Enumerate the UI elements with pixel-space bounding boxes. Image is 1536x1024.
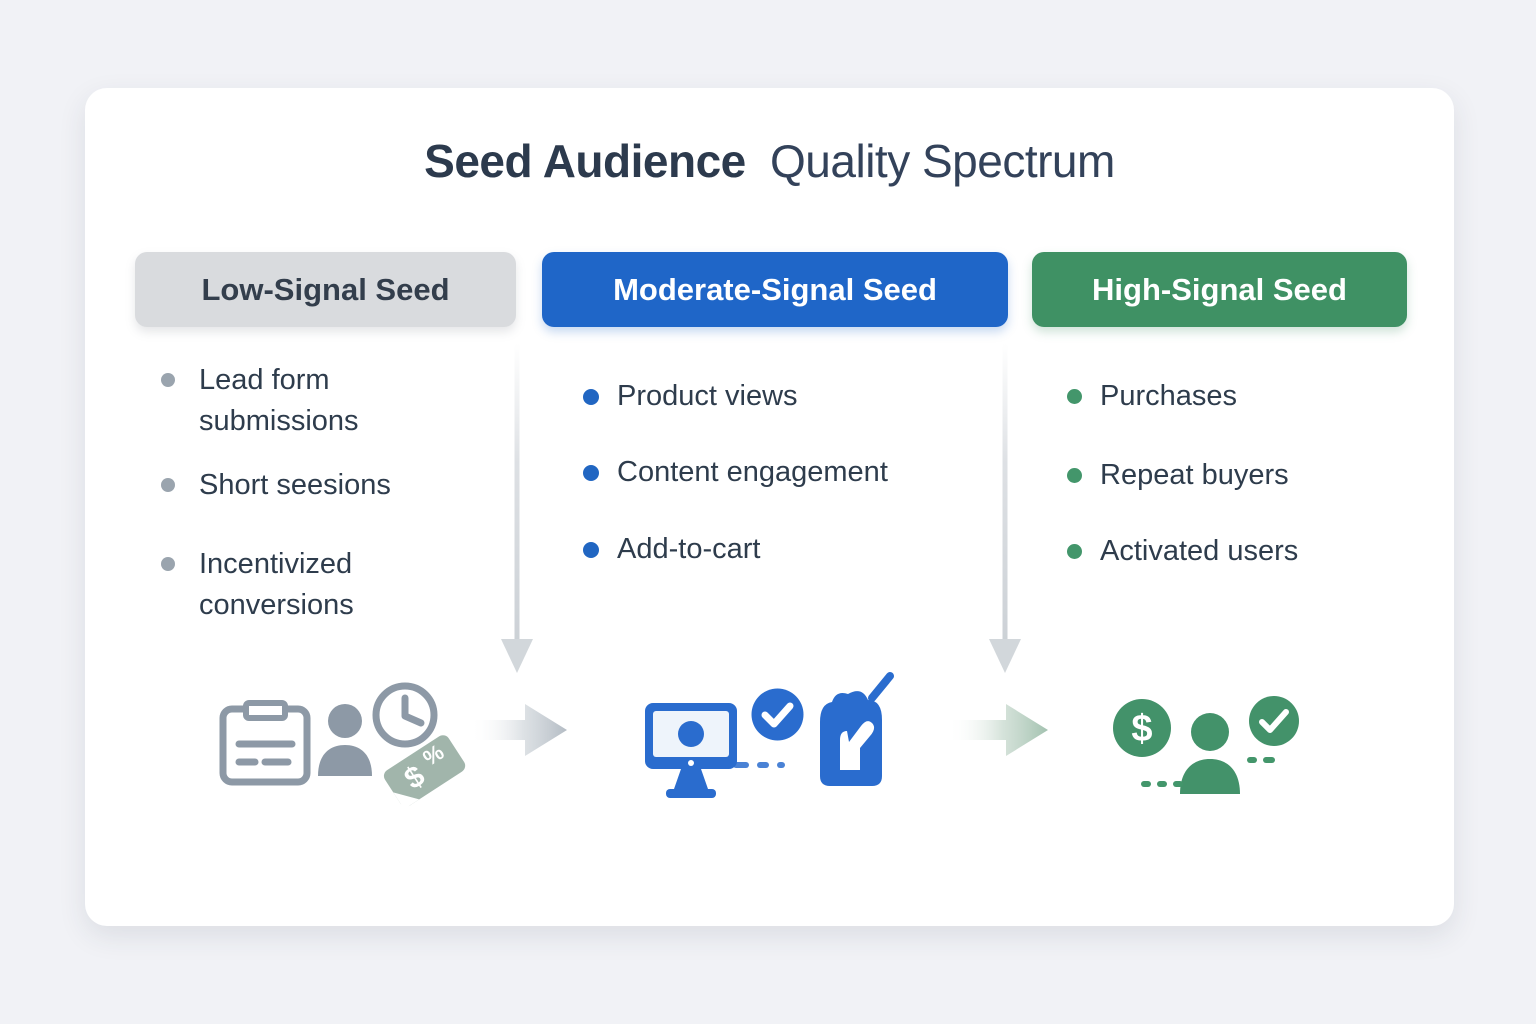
header-moderate-signal: Moderate-Signal Seed — [542, 252, 1008, 327]
list-item: Content engagement — [583, 452, 888, 493]
list-item-label: Add-to-cart — [617, 533, 761, 565]
monitor-icon — [645, 703, 737, 798]
down-arrow-icon — [501, 343, 533, 673]
bullet-dot — [1067, 544, 1082, 559]
bullet-dot — [1067, 468, 1082, 483]
bullet-dot — [161, 478, 175, 492]
right-arrow-icon — [470, 704, 567, 756]
dashed-line-icon — [733, 762, 785, 768]
check-circle-icon — [1249, 696, 1299, 746]
list-item-label: Product views — [617, 380, 798, 412]
list-item-label: Purchases — [1100, 380, 1238, 412]
header-low-signal-label: Low-Signal Seed — [201, 271, 450, 307]
infographic-card: Seed Audience Quality Spectrum Low-Signa… — [85, 88, 1454, 926]
list-item: Purchases — [1067, 376, 1237, 417]
bullet-dot — [1067, 389, 1082, 404]
page-title-light: Quality Spectrum — [770, 135, 1115, 187]
header-high-signal-label: High-Signal Seed — [1092, 271, 1347, 307]
right-arrow-icon — [948, 704, 1048, 756]
list-item-label: Incentivized conversions — [199, 548, 354, 622]
header-low-signal: Low-Signal Seed — [135, 252, 516, 327]
list-item-label: Short seesions — [199, 469, 391, 501]
check-circle-icon — [751, 688, 804, 741]
list-item: Incentivized conversions — [161, 544, 414, 626]
list-item: Short seesions — [161, 465, 391, 506]
clock-icon — [372, 682, 438, 748]
list-item-label: Content engagement — [617, 456, 888, 488]
discount-coupon-icon: $ % — [383, 735, 466, 810]
bullet-dot — [583, 389, 599, 405]
list-item: Repeat buyers — [1067, 455, 1289, 496]
shopping-bag-icon — [820, 672, 894, 786]
bullet-dot — [161, 557, 175, 571]
bullet-dot — [583, 465, 599, 481]
bullet-dot — [583, 542, 599, 558]
list-item-label: Activated users — [1100, 535, 1299, 567]
user-icon — [318, 704, 372, 776]
header-moderate-signal-label: Moderate-Signal Seed — [613, 271, 937, 307]
dashed-line-icon — [1141, 781, 1183, 787]
list-item-label: Lead form submissions — [199, 364, 359, 438]
down-arrow-icon — [989, 343, 1021, 673]
list-item: Lead form submissions — [161, 360, 414, 442]
dollar-circle-icon: $ — [1113, 699, 1171, 757]
user-icon — [1180, 713, 1240, 794]
page-title-strong: Seed Audience — [424, 135, 746, 187]
list-item-label: Repeat buyers — [1100, 459, 1289, 491]
list-item: Product views — [583, 376, 798, 417]
list-item: Activated users — [1067, 531, 1298, 572]
svg-text:$: $ — [1131, 708, 1152, 750]
form-document-icon — [219, 700, 311, 786]
header-high-signal: High-Signal Seed — [1032, 252, 1407, 327]
dashed-line-icon — [1247, 757, 1275, 763]
page-title: Seed Audience Quality Spectrum — [85, 134, 1454, 188]
bullet-dot — [161, 373, 175, 387]
list-item: Add-to-cart — [583, 529, 760, 570]
